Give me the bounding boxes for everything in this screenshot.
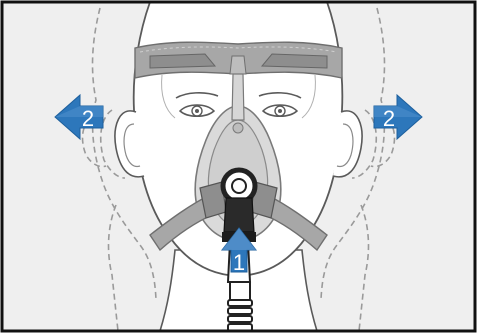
mask-top-clip [233,123,243,133]
elbow-body [224,198,254,232]
top-strap-center-buckle [230,56,246,74]
step-2-right-label: 2 [383,106,395,131]
hose-ribs [228,300,252,331]
mask-top-strap-link [232,74,244,120]
step-1-label: 1 [233,250,245,275]
left-eye [180,105,214,116]
elbow-ring-inner [232,179,246,193]
step-2-left-label: 2 [82,106,94,131]
tube-connector [230,282,250,300]
top-strap-tab-left [150,54,215,68]
right-eye [263,105,297,116]
top-strap-tab-right [262,54,327,68]
